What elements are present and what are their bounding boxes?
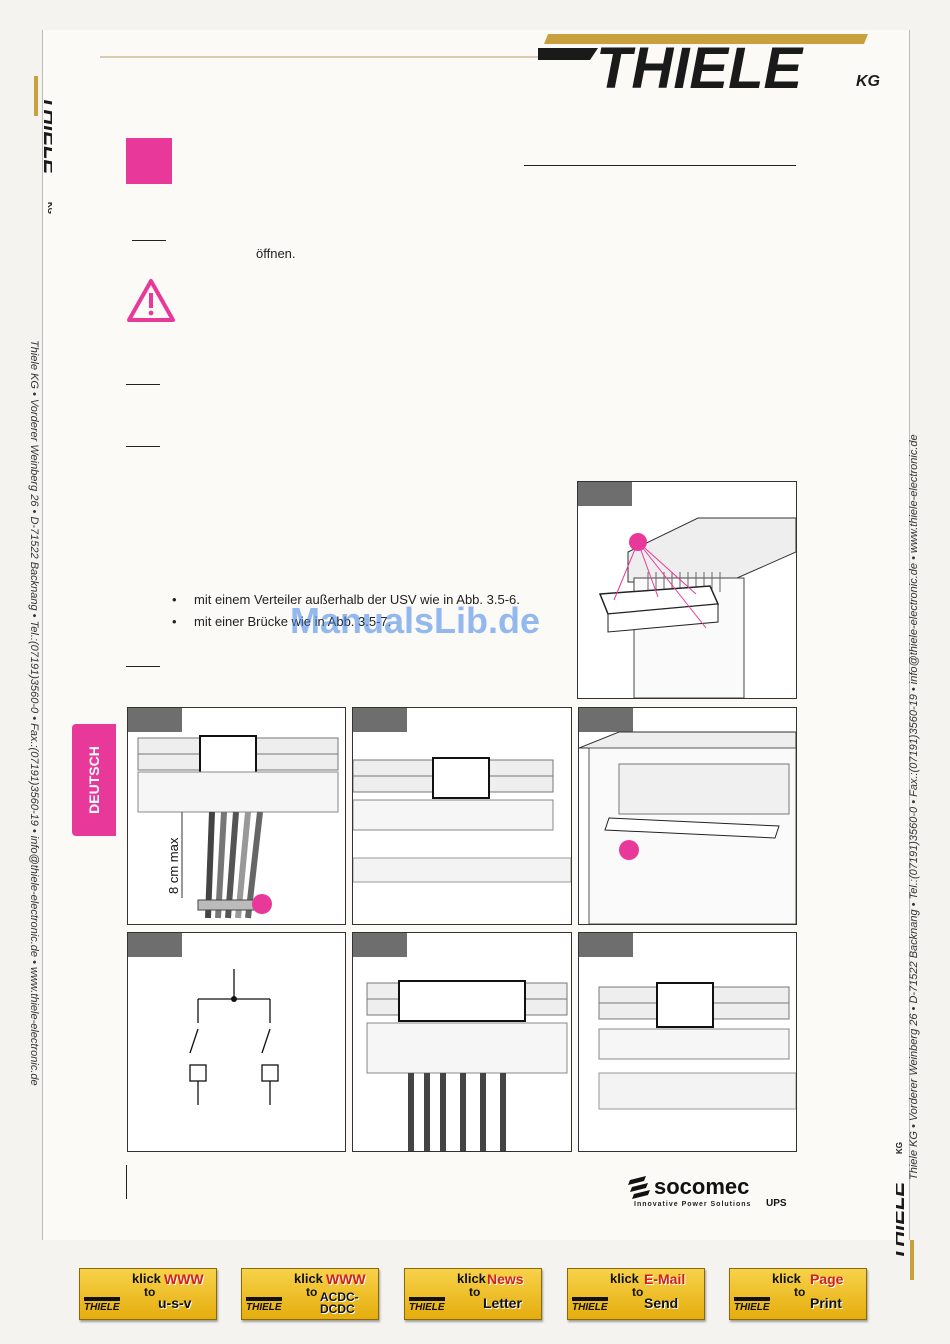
cabinet-inside-drawing bbox=[579, 731, 796, 924]
figure-label bbox=[353, 708, 407, 732]
section-marker bbox=[126, 138, 172, 184]
step-rule bbox=[126, 384, 160, 385]
button-to: to bbox=[794, 1285, 806, 1299]
thiele-logo-vertical-bottom: THIELE KG bbox=[896, 1142, 914, 1280]
button-klick: klick bbox=[457, 1271, 486, 1286]
terminal-drawing bbox=[598, 982, 796, 1110]
button-klick: klick bbox=[132, 1271, 161, 1286]
figure-label bbox=[579, 933, 633, 957]
figure-cable-tie: 8 cm max bbox=[127, 707, 346, 925]
socomec-tagline: Innovative Power Solutions bbox=[634, 1201, 751, 1208]
button-klick: klick bbox=[610, 1271, 639, 1286]
cable-length-label: 8 cm max bbox=[166, 837, 181, 894]
button-target: Letter bbox=[483, 1295, 522, 1311]
button-target: Print bbox=[810, 1295, 842, 1311]
button-logo: THIELE bbox=[246, 1297, 282, 1313]
button-klick: klick bbox=[772, 1271, 801, 1286]
watermark: ManualsLib.de bbox=[290, 600, 541, 641]
button-to: to bbox=[144, 1285, 156, 1299]
terminal-drawing: 8 cm max bbox=[137, 735, 339, 919]
section-rule bbox=[524, 165, 796, 166]
figure-label bbox=[128, 708, 182, 732]
figure-terminals-1 bbox=[352, 707, 572, 925]
figure-schematic bbox=[127, 932, 346, 1152]
figure-terminals-2 bbox=[578, 932, 797, 1152]
socomec-logo: socomec Innovative Power Solutions UPS bbox=[628, 1170, 798, 1210]
button-logo: THIELE bbox=[734, 1297, 770, 1313]
contact-strip-left: Thiele KG • Vorderer Weinberg 26 • D-715… bbox=[28, 340, 40, 1086]
button-to: to bbox=[469, 1285, 481, 1299]
button-to: to bbox=[632, 1285, 644, 1299]
logo-suffix: KG bbox=[856, 73, 880, 90]
button-keyword: Page bbox=[810, 1271, 844, 1287]
button-keyword: News bbox=[487, 1271, 524, 1287]
header-rule bbox=[100, 56, 540, 58]
terminal-drawing bbox=[366, 980, 568, 1151]
figure-cabinet-open bbox=[578, 707, 797, 925]
button-www-acdc[interactable]: klick WWW to ACDC-DCDC THIELE bbox=[241, 1268, 379, 1320]
button-email[interactable]: klick E-Mail to Send THIELE bbox=[567, 1268, 705, 1320]
language-tab: DEUTSCH bbox=[72, 724, 116, 836]
button-keyword: WWW bbox=[326, 1271, 366, 1287]
button-logo: THIELE bbox=[409, 1297, 445, 1313]
socomec-mark: socomec Innovative Power Solutions UPS bbox=[628, 1174, 787, 1209]
caption-bar bbox=[126, 1165, 127, 1199]
socomec-ups: UPS bbox=[766, 1198, 787, 1209]
logo-br-wordmark: THIELE bbox=[896, 1180, 909, 1260]
thiele-logo: THIELE KG bbox=[538, 34, 880, 100]
bullet-item: mit einem Verteiler außerhalb der USV wi… bbox=[172, 592, 520, 607]
button-target: u-s-v bbox=[158, 1295, 192, 1311]
figure-cabinet-cover bbox=[577, 481, 797, 699]
logo-wordmark: THIELE bbox=[596, 36, 805, 100]
button-target: Send bbox=[644, 1295, 679, 1311]
logo-br-suffix: KG bbox=[896, 1142, 904, 1154]
button-keyword: E-Mail bbox=[644, 1271, 686, 1287]
logo-side-wordmark: THIELE bbox=[39, 96, 52, 176]
button-logo: THIELE bbox=[84, 1297, 120, 1313]
contact-strip-right: Thiele KG • Vorderer Weinberg 26 • D-715… bbox=[908, 434, 920, 1180]
figure-label bbox=[579, 708, 633, 732]
step-rule bbox=[126, 666, 160, 667]
socomec-name: socomec bbox=[654, 1174, 749, 1199]
button-print[interactable]: klick Page to Print THIELE bbox=[729, 1268, 867, 1320]
button-klick: klick bbox=[294, 1271, 323, 1286]
button-target: ACDC-DCDC bbox=[320, 1290, 359, 1316]
cabinet-drawing bbox=[598, 517, 796, 698]
button-logo: THIELE bbox=[572, 1297, 608, 1313]
figure-label bbox=[128, 933, 182, 957]
figure-terminals-bridge bbox=[352, 932, 572, 1152]
open-instruction: öffnen. bbox=[256, 246, 296, 261]
button-newsletter[interactable]: klick News to Letter THIELE bbox=[404, 1268, 542, 1320]
terminal-drawing bbox=[353, 757, 571, 883]
figure-label bbox=[578, 482, 632, 506]
thiele-logo-vertical: THIELE KG bbox=[34, 76, 52, 214]
button-keyword: WWW bbox=[164, 1271, 204, 1287]
step-rule bbox=[132, 240, 166, 241]
figure-label bbox=[353, 933, 407, 957]
button-to: to bbox=[306, 1285, 318, 1299]
warning-icon bbox=[127, 279, 175, 322]
bullet-item: mit einer Brücke wie in Abb. 3.5-7. bbox=[172, 614, 520, 629]
step-rule bbox=[126, 446, 160, 447]
switch-schematic bbox=[189, 969, 279, 1105]
bullet-list: mit einem Verteiler außerhalb der USV wi… bbox=[172, 592, 520, 636]
logo-side-suffix: KG bbox=[46, 202, 52, 214]
language-tab-label: DEUTSCH bbox=[86, 746, 102, 814]
button-www-usv[interactable]: klick WWW to u-s-v THIELE bbox=[79, 1268, 217, 1320]
